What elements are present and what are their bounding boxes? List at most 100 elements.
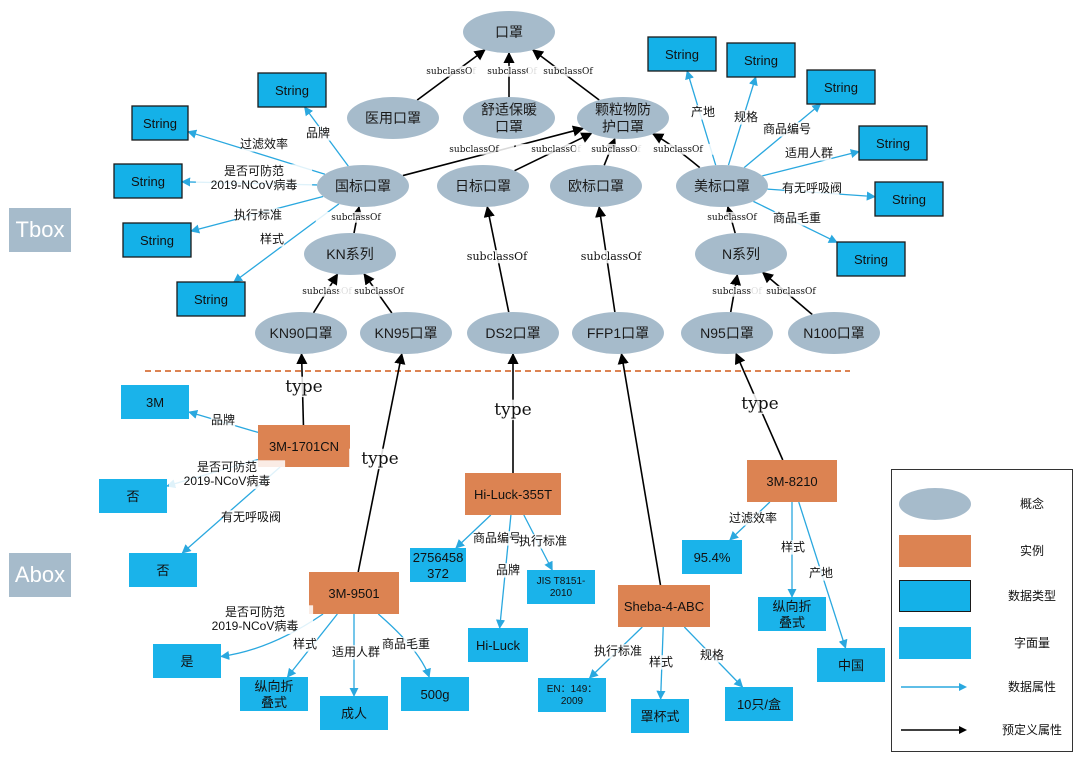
instance-shape [309,572,399,614]
edge-label-backing [750,285,832,297]
tbox-label: Tbox [9,208,71,252]
literal-text: JIS T8151-2010 [537,576,586,599]
node-literal-l-500g: 500g [401,677,469,711]
datatype-text: String [665,47,699,62]
legend: 概念 实例 数据类型 字面量 数据属性 预定义属性 [891,469,1073,752]
datatype-text: String [824,80,858,95]
edge-label-ds2-to-jp: subclassOf [467,250,528,263]
literal-shape [320,696,388,730]
edge-label-us-to-s-us-code: 商品编号 [763,121,811,136]
concept-text: N系列 [722,246,760,262]
concept-text: 颗粒物防护口罩 [595,102,651,135]
edge-label-backing [168,460,286,490]
node-literal-l-10: 10只/盒 [725,687,793,721]
legend-literal-swatch [899,627,971,659]
node-datatype-s-us-valve: String [874,181,944,217]
datatype-shape [858,125,928,161]
concept-text: 欧标口罩 [568,178,624,194]
literal-text: Hi-Luck [476,638,521,653]
edge-label-i-1701-to-kn90: type [285,377,322,397]
node-datatype-s-us-crowd: String [858,125,928,161]
node-datatype-s-gb-brand: String [257,72,327,108]
edge-label-i-1701-to-l-no2: 有无呼吸阀 [221,510,281,524]
instance-text: 3M-8210 [766,474,817,489]
node-instance-i-9501: 3M-9501 [309,572,399,614]
node-literal-l-yes: 是 [153,644,221,678]
edge-label-i-sheba-to-l-10: 规格 [700,647,724,662]
edge-label-i-hiluck-to-l-code: 商品编号 [473,530,521,545]
node-concept-medical: 医用口罩 [347,97,439,139]
edge-label-i-hiluck-to-l-hiluck: 品牌 [496,563,520,577]
edge-label-backing [595,644,641,659]
legend-instance: 实例 [892,531,1072,571]
concept-shape [681,312,773,354]
concept-shape [467,312,559,354]
edge-label-i-1701-to-l-3m: 品牌 [211,413,235,427]
edge-label-backing [690,105,716,120]
edge-label-backing [482,399,544,421]
edge-label-gb-to-s-gb-brand: 品牌 [306,126,330,140]
edge-label-backing [223,510,279,525]
edge-label-backing [637,143,719,155]
edge-label-medical-to-mask: subclassOf [426,67,476,77]
edge-label-i-hiluck-to-ds2: type [494,400,531,420]
datatype-shape [836,241,906,277]
concept-shape [788,312,880,354]
literal-text: 否 [126,489,139,504]
edge-label-backing [648,655,674,670]
node-concept-comfort: 舒适保暖口罩 [463,97,555,139]
edge-label-backing [808,566,834,581]
literal-text: 成人 [341,706,367,721]
edge-label-gb-to-s-gb-std: 执行标准 [234,208,282,222]
edge-i-hiluck-to-l-code [455,514,492,549]
concept-text: 舒适保暖口罩 [481,102,537,135]
concept-text: N100口罩 [803,325,864,341]
node-datatype-s-us-origin: String [647,36,717,72]
edge-label-backing [410,65,492,77]
instance-shape [465,473,561,515]
concept-text: KN系列 [326,246,373,262]
literal-shape [538,678,606,712]
edge-label-ffp1-to-eu: subclassOf [581,250,642,263]
node-concept-eu: 欧标口罩 [550,165,642,207]
literal-text: 是 [180,654,193,669]
literal-text: 否 [156,563,169,578]
datatype-text: String [854,252,888,267]
edge-label-i-8210-to-n95: type [741,394,778,414]
node-concept-us: 美标口罩 [676,165,768,207]
datatype-shape [176,281,246,317]
concept-text: N95口罩 [700,325,754,341]
edge-label-backing [195,164,313,194]
edge-label-backing [699,648,725,663]
node-datatype-s-us-weight: String [836,241,906,277]
edge-label-i-9501-to-l-adult: 适用人群 [332,645,380,659]
legend-object-property-arrow [901,726,967,734]
legend-concept-swatch [899,488,971,520]
instance-text: Sheba-4-ABC [624,599,704,614]
edge-label-backing [733,110,759,125]
edge-label-backing [729,393,791,415]
legend-concept-label: 概念 [1019,497,1044,511]
edge-label-backing [338,285,420,297]
literal-text: 3M [146,395,164,410]
node-concept-n: N系列 [695,233,787,275]
legend-concept: 概念 [892,484,1072,524]
node-concept-ds2: DS2口罩 [467,312,559,354]
edge-label-us-to-s-us-weight: 商品毛重 [773,210,821,225]
edge-label-backing [696,285,778,297]
datatype-text: String [744,53,778,68]
literal-text: 95.4% [694,550,731,565]
literal-shape [682,540,742,574]
concept-text: DS2口罩 [485,325,540,341]
instance-shape [618,585,710,627]
node-concept-kn: KN系列 [304,233,396,275]
node-literal-l-fold2: 纵向折叠式 [758,597,826,631]
edge-label-n-to-us: subclassOf [707,213,757,223]
datatype-shape [874,181,944,217]
edge-label-backing [333,645,379,660]
edge-label-gb-to-s-gb-style: 样式 [260,231,284,246]
